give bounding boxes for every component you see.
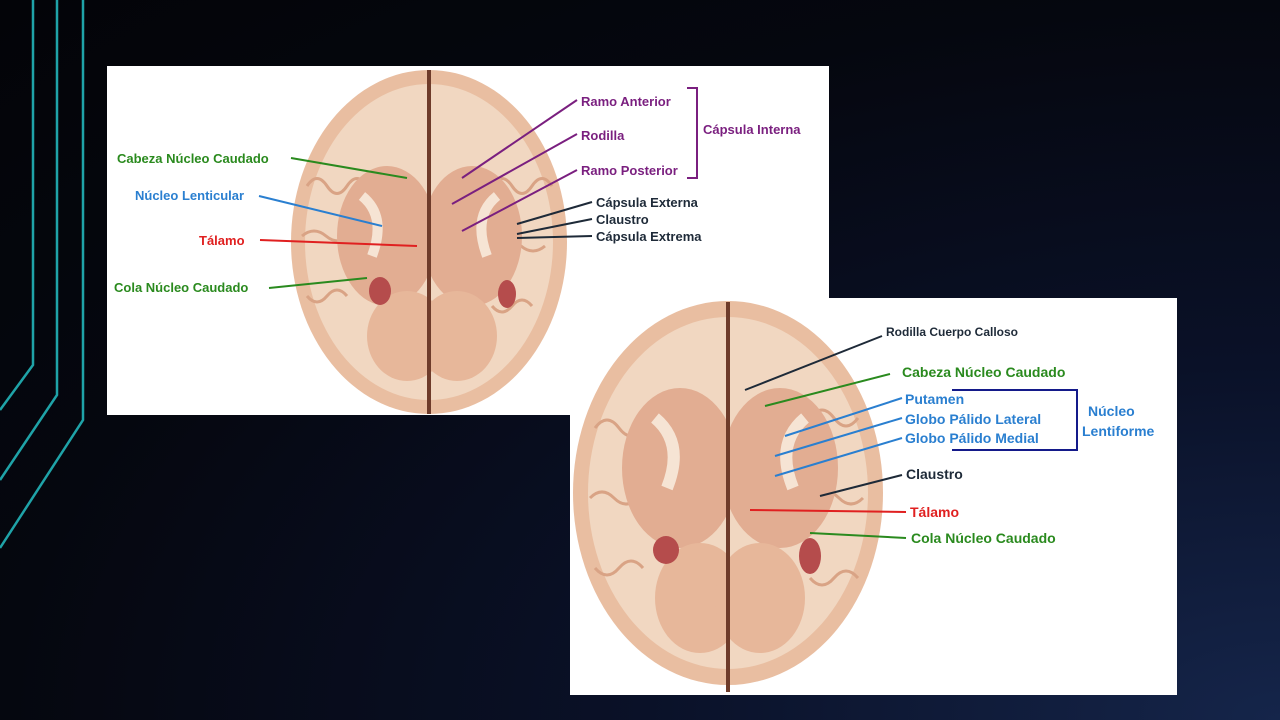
label-nucleo: Núcleo: [1088, 403, 1135, 419]
label-capsula-externa: Cápsula Externa: [596, 195, 699, 210]
label-nucleo-lenticular: Núcleo Lenticular: [135, 188, 244, 203]
label-capsula-extrema: Cápsula Extrema: [596, 229, 702, 244]
label-globo-palido-medial: Globo Pálido Medial: [905, 430, 1039, 446]
label-capsula-interna: Cápsula Interna: [703, 122, 801, 137]
bottom-brain-diagram: Rodilla Cuerpo Calloso Cabeza Núcleo Cau…: [570, 298, 1177, 695]
top-brain-diagram: Cabeza Núcleo Caudado Núcleo Lenticular …: [107, 66, 829, 415]
label-cola-nucleo-caudado-2: Cola Núcleo Caudado: [911, 530, 1056, 546]
brain-section-top: [291, 70, 567, 414]
label-rodilla-cuerpo-calloso: Rodilla Cuerpo Calloso: [886, 325, 1018, 339]
label-rodilla: Rodilla: [581, 128, 625, 143]
label-ramo-anterior: Ramo Anterior: [581, 94, 671, 109]
label-putamen: Putamen: [905, 391, 964, 407]
label-talamo: Tálamo: [199, 233, 245, 248]
label-cabeza-nucleo-caudado: Cabeza Núcleo Caudado: [117, 151, 269, 166]
label-lentiforme: Lentiforme: [1082, 423, 1155, 439]
label-claustro: Claustro: [596, 212, 649, 227]
label-claustro-2: Claustro: [906, 466, 963, 482]
label-cabeza-nucleo-caudado-2: Cabeza Núcleo Caudado: [902, 364, 1065, 380]
decorative-lines: [0, 0, 85, 549]
label-globo-palido-lateral: Globo Pálido Lateral: [905, 411, 1041, 427]
brain-section-bottom: [573, 301, 883, 692]
label-ramo-posterior: Ramo Posterior: [581, 163, 678, 178]
label-talamo-2: Tálamo: [910, 504, 959, 520]
label-cola-nucleo-caudado: Cola Núcleo Caudado: [114, 280, 248, 295]
